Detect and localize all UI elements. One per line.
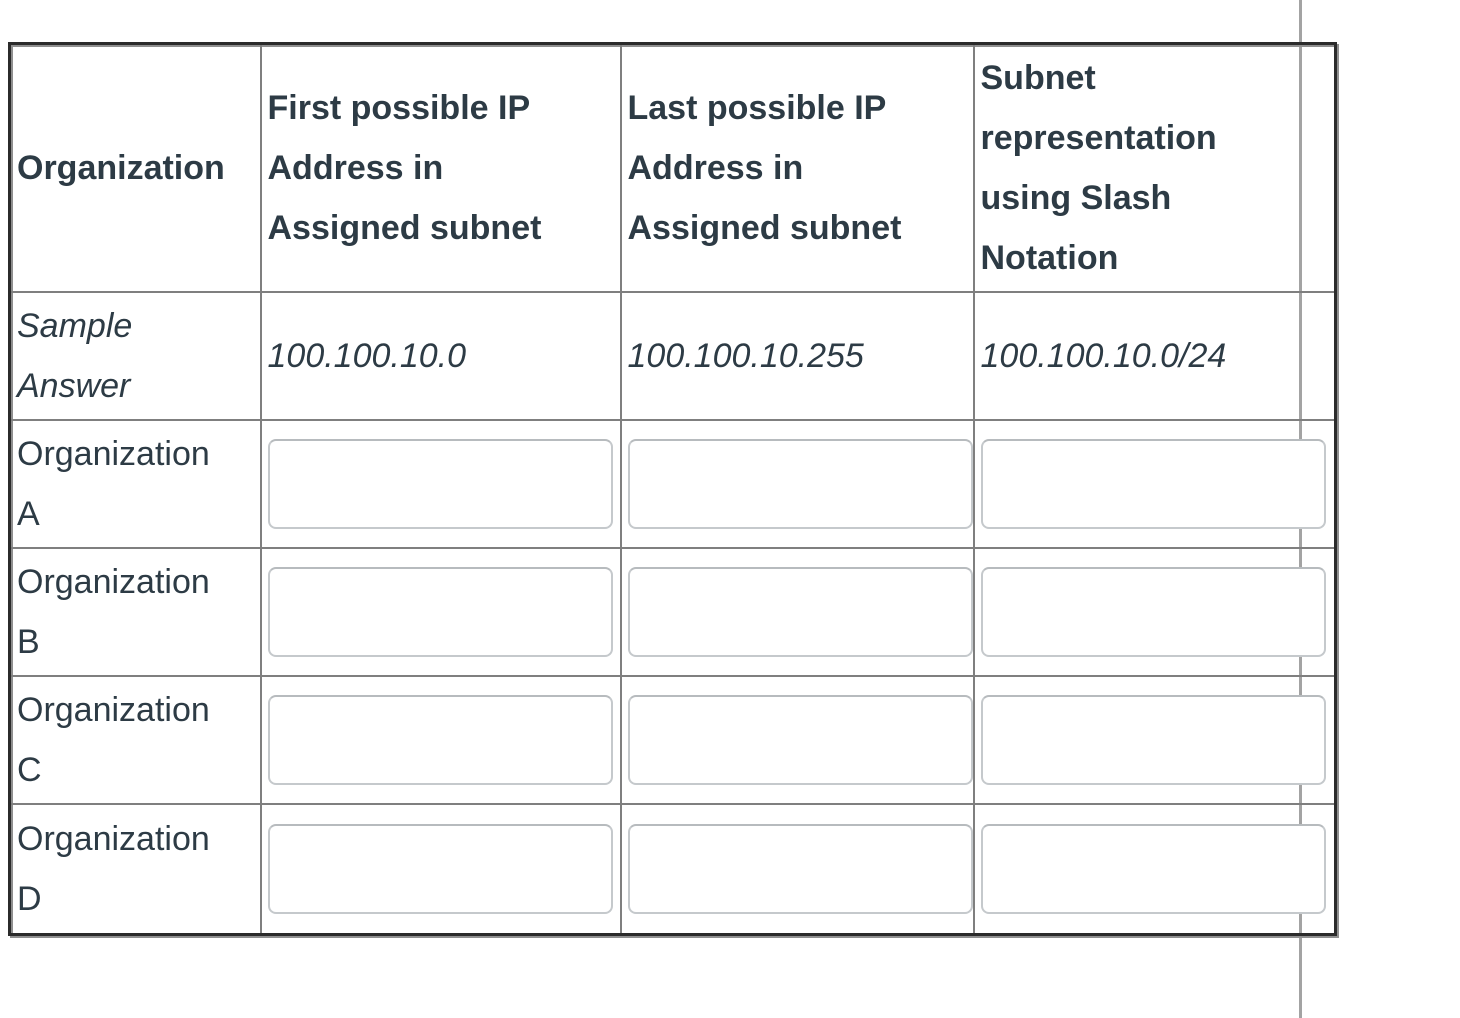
org-b-slash-notation-input[interactable]	[980, 566, 1326, 657]
org-a-first-ip-input[interactable]	[267, 438, 613, 529]
org-b-label: Organization B	[8, 546, 262, 677]
org-c-label: Organization C	[8, 674, 262, 805]
org-d-first-ip-cell	[259, 802, 622, 936]
org-a-row: Organization A	[8, 418, 1337, 549]
org-d-last-ip-input[interactable]	[627, 823, 973, 914]
org-c-row: Organization C	[8, 674, 1337, 805]
org-d-last-ip-cell	[619, 802, 975, 936]
org-b-row: Organization B	[8, 546, 1337, 677]
org-c-last-ip-input[interactable]	[627, 694, 973, 785]
org-a-slash-notation-cell	[972, 418, 1337, 549]
last-ip-column-header: Last possible IP Address in Assigned sub…	[619, 42, 975, 293]
org-a-last-ip-input[interactable]	[627, 438, 973, 529]
org-b-first-ip-input[interactable]	[267, 566, 613, 657]
subnet-worksheet-table: Organization First possible IP Address i…	[8, 42, 1337, 936]
org-b-slash-notation-cell	[972, 546, 1337, 677]
org-d-slash-notation-input[interactable]	[980, 823, 1326, 914]
org-c-slash-notation-input[interactable]	[980, 694, 1326, 785]
sample-answer-row: Sample Answer 100.100.10.0 100.100.10.25…	[8, 290, 1337, 421]
sample-last-ip-value: 100.100.10.255	[619, 290, 975, 421]
org-a-first-ip-cell	[259, 418, 622, 549]
org-d-row: Organization D	[8, 802, 1337, 936]
org-b-last-ip-cell	[619, 546, 975, 677]
org-c-slash-notation-cell	[972, 674, 1337, 805]
org-b-first-ip-cell	[259, 546, 622, 677]
slash-notation-column-header: Subnet representation using Slash Notati…	[972, 42, 1337, 293]
organization-column-header: Organization	[8, 42, 262, 293]
table-header-row: Organization First possible IP Address i…	[8, 42, 1337, 293]
org-a-last-ip-cell	[619, 418, 975, 549]
org-a-slash-notation-input[interactable]	[980, 438, 1326, 529]
org-d-first-ip-input[interactable]	[267, 823, 613, 914]
org-d-slash-notation-cell	[972, 802, 1337, 936]
org-c-first-ip-cell	[259, 674, 622, 805]
sample-first-ip-value: 100.100.10.0	[259, 290, 622, 421]
org-a-label: Organization A	[8, 418, 262, 549]
org-c-last-ip-cell	[619, 674, 975, 805]
sample-answer-label: Sample Answer	[8, 290, 262, 421]
org-b-last-ip-input[interactable]	[627, 566, 973, 657]
sample-slash-notation-value: 100.100.10.0/24	[972, 290, 1337, 421]
first-ip-column-header: First possible IP Address in Assigned su…	[259, 42, 622, 293]
org-d-label: Organization D	[8, 802, 262, 936]
org-c-first-ip-input[interactable]	[267, 694, 613, 785]
